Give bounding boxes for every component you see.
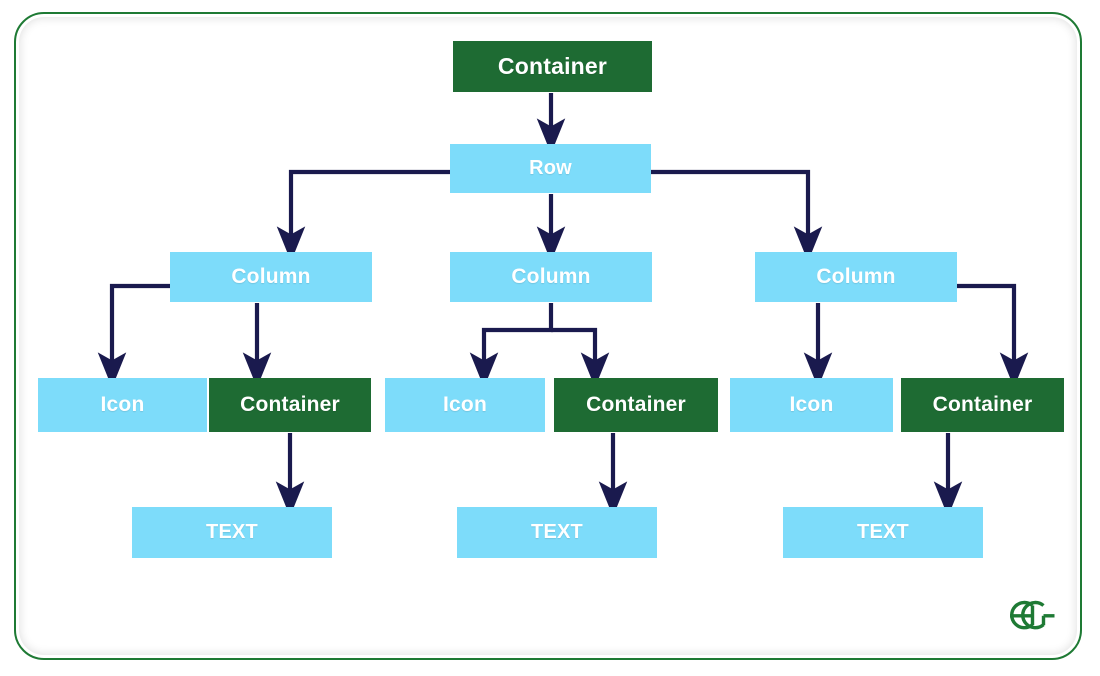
node-label: Column	[231, 265, 311, 288]
node-label: Icon	[443, 393, 487, 416]
node-icon-left: Icon	[38, 378, 207, 432]
node-column-middle: Column	[450, 252, 652, 302]
node-container-left: Container	[209, 378, 371, 432]
node-label: TEXT	[206, 521, 258, 543]
node-icon-middle: Icon	[385, 378, 545, 432]
node-label: Container	[497, 53, 608, 79]
node-container-middle: Container	[554, 378, 718, 432]
node-text-right: TEXT	[783, 507, 983, 558]
node-label: Container	[932, 393, 1033, 416]
node-text-left: TEXT	[132, 507, 332, 558]
diagram-frame	[14, 12, 1082, 660]
node-text-middle: TEXT	[457, 507, 657, 558]
node-label: TEXT	[531, 521, 583, 543]
node-icon-right: Icon	[730, 378, 893, 432]
node-label: Container	[240, 393, 340, 416]
node-container-right: Container	[901, 378, 1064, 432]
node-label: Icon	[789, 393, 834, 416]
node-label: TEXT	[857, 521, 909, 543]
node-label: Column	[816, 265, 896, 288]
node-column-left: Column	[170, 252, 372, 302]
node-label: Row	[529, 157, 572, 179]
node-label: Column	[511, 265, 591, 288]
node-root-container: Container	[453, 41, 652, 92]
node-label: Icon	[100, 393, 145, 416]
node-label: Container	[586, 393, 686, 416]
node-row: Row	[450, 144, 651, 193]
geeksforgeeks-logo	[1010, 600, 1055, 630]
node-column-right: Column	[755, 252, 957, 302]
